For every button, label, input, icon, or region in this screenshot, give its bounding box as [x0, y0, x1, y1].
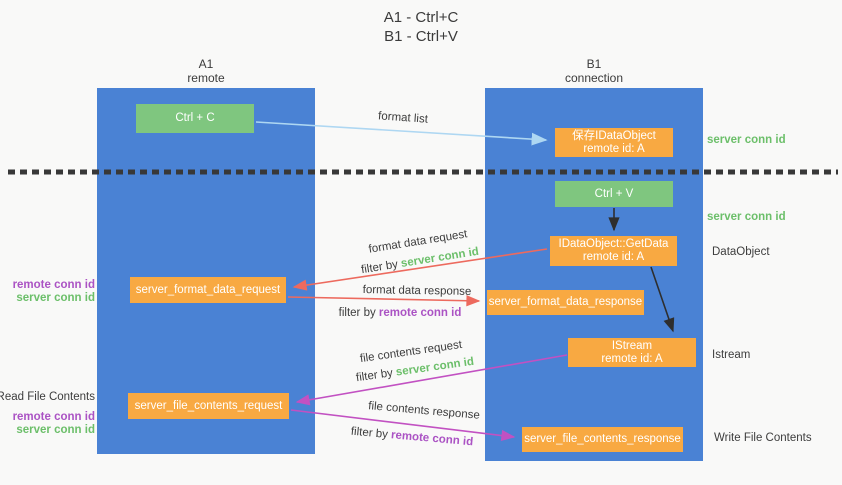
left-label-remote-conn-id-bottom: remote conn id — [12, 411, 95, 423]
node-server-format-data-response: server_format_data_response — [487, 290, 644, 315]
title-line-2: B1 - Ctrl+V — [384, 28, 458, 45]
edge-label-file-contents-response: file contents response — [367, 400, 481, 422]
right-label-istream: Istream — [712, 349, 751, 361]
lane-a1-subtitle: remote — [187, 71, 225, 85]
left-label-read-file-contents: Read File Contents — [0, 391, 95, 403]
node-server-file-contents-request: server_file_contents_request — [128, 393, 289, 419]
node-ctrl-v-label: Ctrl + V — [594, 187, 634, 200]
lane-a1-name: A1 — [198, 57, 214, 71]
node-istream-line1: IStream — [611, 339, 653, 352]
filter-by-text: filter by — [360, 258, 402, 277]
right-label-dataobject: DataObject — [712, 246, 770, 258]
left-label-remote-conn-id-top: remote conn id — [12, 279, 95, 291]
node-server-file-contents-request-label: server_file_contents_request — [134, 399, 283, 412]
edge-label-format-data-response-filter: filter by remote conn id — [339, 307, 462, 319]
title-line-1: A1 - Ctrl+C — [383, 9, 459, 26]
filter-by-text: filter by — [355, 366, 397, 385]
node-ctrl-v: Ctrl + V — [555, 181, 673, 207]
node-ctrl-c: Ctrl + C — [136, 104, 254, 133]
node-idataobject-getdata-line1: IDataObject::GetData — [558, 238, 669, 250]
right-label-server-conn-id-top: server conn id — [707, 134, 786, 146]
node-server-format-data-request: server_format_data_request — [130, 277, 286, 303]
node-server-format-data-request-label: server_format_data_request — [135, 283, 281, 296]
node-server-file-contents-response-label: server_file_contents_response — [524, 433, 681, 445]
diagram-title: A1 - Ctrl+C B1 - Ctrl+V — [0, 8, 842, 46]
right-label-write-file-contents: Write File Contents — [714, 432, 812, 444]
left-label-server-conn-id-top: server conn id — [16, 292, 95, 304]
server-conn-id-term: server conn id — [395, 355, 475, 379]
edge-label-format-list: format list — [377, 110, 429, 126]
edge-label-file-contents-response-filter: filter by remote conn id — [350, 426, 473, 449]
edge-label-format-data-response: format data response — [362, 284, 472, 298]
node-save-idataobject-line1: 保存IDataObject — [572, 129, 656, 142]
remote-conn-id-term: remote conn id — [390, 429, 474, 449]
filter-by-text: filter by — [350, 425, 392, 442]
lane-b1-name: B1 — [586, 57, 602, 71]
node-save-idataobject: 保存IDataObject remote id: A — [555, 128, 673, 157]
server-conn-id-term: server conn id — [400, 245, 480, 270]
node-server-format-data-response-label: server_format_data_response — [488, 296, 643, 308]
node-istream-line2: remote id: A — [601, 352, 663, 365]
lane-b1-subtitle: connection — [564, 71, 624, 85]
node-server-file-contents-response: server_file_contents_response — [522, 427, 683, 452]
node-istream: IStream remote id: A — [568, 338, 696, 367]
filter-by-text: filter by — [338, 307, 379, 319]
left-label-server-conn-id-bottom: server conn id — [16, 424, 95, 436]
lane-header-a1: A1 remote — [97, 57, 315, 85]
node-idataobject-getdata-line2: remote id: A — [582, 251, 645, 263]
lane-header-b1: B1 connection — [485, 57, 703, 85]
right-label-server-conn-id-mid: server conn id — [707, 211, 786, 223]
node-ctrl-c-label: Ctrl + C — [175, 112, 215, 124]
remote-conn-id-term: remote conn id — [378, 307, 462, 319]
node-idataobject-getdata: IDataObject::GetData remote id: A — [550, 236, 677, 266]
node-save-idataobject-line2: remote id: A — [583, 142, 645, 155]
